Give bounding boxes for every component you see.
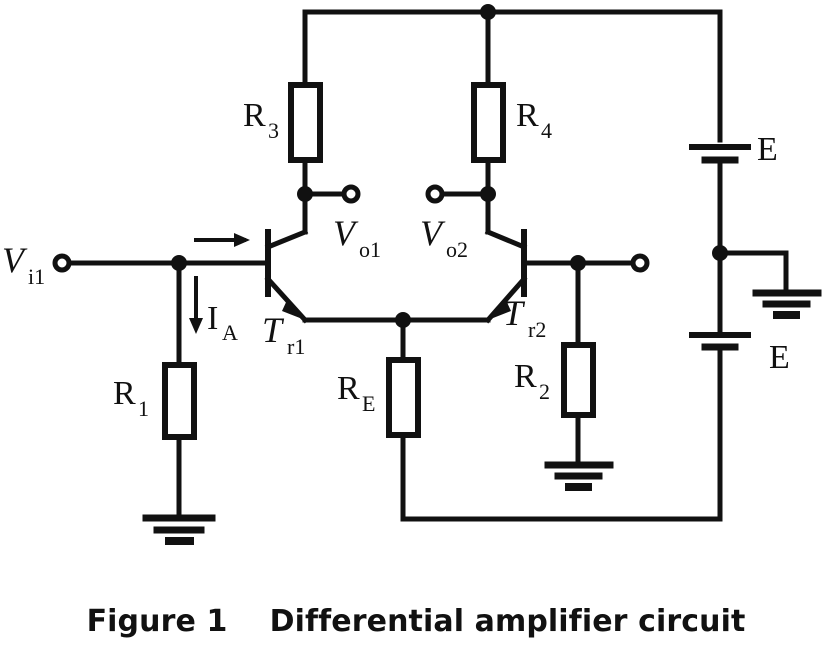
label-tr2-subscript: r2 bbox=[528, 317, 546, 342]
resistor-r1-body bbox=[162, 362, 197, 440]
junction-dot-top-rail bbox=[480, 4, 496, 20]
arrow-ia-head bbox=[189, 318, 203, 334]
label-supply-top: E bbox=[757, 131, 778, 168]
terminal-input-vi1[interactable] bbox=[52, 253, 72, 273]
label-vo2-subscript: o2 bbox=[446, 237, 468, 262]
figure-caption-container: Figure 1 Differential amplifier circuit bbox=[0, 604, 832, 639]
label-ia-subscript: A bbox=[222, 320, 238, 345]
terminal-output-vo2[interactable] bbox=[425, 184, 445, 204]
transistor-tr2-collector-lead bbox=[484, 228, 528, 251]
label-r3-name: R bbox=[243, 97, 266, 134]
transistor-tr2-emitter-arrow bbox=[488, 298, 511, 320]
label-vo1-symbol: V bbox=[333, 213, 359, 253]
terminal-tr2-base[interactable] bbox=[630, 253, 650, 273]
label-tr1-symbol: T bbox=[262, 310, 285, 350]
junction-dot-input bbox=[171, 255, 187, 271]
junction-dot-vo2 bbox=[480, 186, 496, 202]
label-vo1-subscript: o1 bbox=[359, 237, 381, 262]
figure-caption: Figure 1 Differential amplifier circuit bbox=[86, 604, 746, 639]
junction-dot-vo1 bbox=[297, 186, 313, 202]
label-vi1-symbol: V bbox=[2, 240, 28, 280]
label-r2-subscript: 2 bbox=[539, 379, 550, 404]
label-supply-bottom: E bbox=[769, 339, 790, 376]
label-re-subscript: E bbox=[362, 391, 375, 416]
label-ia-symbol: I bbox=[207, 300, 218, 337]
label-re-name: R bbox=[337, 370, 360, 407]
junction-dot-tr2-base bbox=[570, 255, 586, 271]
resistor-r2-body bbox=[561, 342, 596, 418]
junction-dot-supply-centertap bbox=[712, 245, 728, 261]
label-r4-name: R bbox=[516, 97, 539, 134]
label-tr1-subscript: r1 bbox=[287, 334, 305, 359]
label-r1-subscript: 1 bbox=[138, 396, 149, 421]
label-vi1-subscript: i1 bbox=[28, 264, 45, 289]
label-r4-subscript: 4 bbox=[541, 118, 552, 143]
label-r1-name: R bbox=[113, 375, 136, 412]
resistor-r4-body bbox=[471, 82, 506, 163]
label-vo2-symbol: V bbox=[420, 213, 446, 253]
junction-dot-emitter bbox=[395, 312, 411, 328]
resistor-r3-body bbox=[288, 82, 323, 163]
transistor-tr1-emitter-arrow bbox=[282, 298, 305, 320]
transistor-tr1-collector-lead bbox=[264, 228, 309, 251]
terminal-output-vo1[interactable] bbox=[341, 184, 361, 204]
arrow-input-current-head bbox=[234, 233, 250, 247]
label-r2-name: R bbox=[514, 358, 537, 395]
label-tr2-symbol: T bbox=[503, 293, 526, 333]
label-r3-subscript: 3 bbox=[268, 118, 279, 143]
resistor-re-body bbox=[386, 357, 421, 438]
